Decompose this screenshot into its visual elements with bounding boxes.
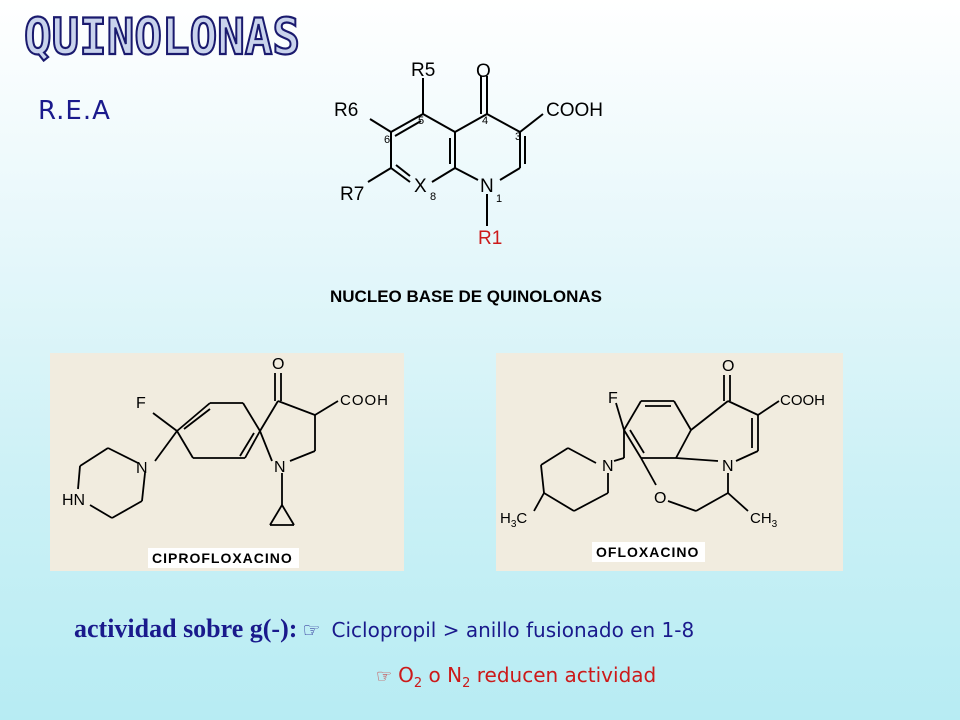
ciprofloxacino-svg: F O COOH N N HN <box>62 356 389 526</box>
oflo-f-label: F <box>608 390 618 407</box>
activity-note-line1: actividad sobre g(-): ☞ Ciclopropil > an… <box>74 614 694 644</box>
ofloxacino-svg: F O COOH N N O H3C CH3 <box>500 358 825 530</box>
x-atom-label: X <box>414 176 427 197</box>
oflo-o-ring-label: O <box>654 490 666 507</box>
core-structure: R5 R6 R7 R1 O COOH X N 1 3 4 5 6 8 NUCLE… <box>300 52 700 316</box>
r5-label: R5 <box>411 60 435 81</box>
title-svg: QUINOLONAS <box>23 7 301 67</box>
slide-title: QUINOLONAS <box>22 4 322 68</box>
n2-subscript: 2 <box>462 676 471 691</box>
pointing-hand-icon-2: ☞ <box>376 666 393 687</box>
ciprofloxacino-panel: F O COOH N N HN CIPROFLOXACINO <box>50 353 404 571</box>
cipro-n-label: N <box>274 459 286 476</box>
position-3: 3 <box>515 131 521 143</box>
core-structure-svg: R5 R6 R7 R1 O COOH X N 1 3 4 5 6 8 NUCLE… <box>330 60 603 306</box>
reduce-activity-text: reducen actividad <box>470 663 657 687</box>
cipro-f-label: F <box>136 395 146 412</box>
o2-subscript: 2 <box>413 676 423 691</box>
oflo-ch3-label: CH3 <box>750 510 778 530</box>
ofloxacino-label: OFLOXACINO <box>592 542 706 562</box>
o2-text: O <box>398 663 414 687</box>
position-1: 1 <box>496 193 502 205</box>
position-6: 6 <box>384 134 390 146</box>
oxygen-label: O <box>476 61 491 82</box>
ciprofloxacino-label: CIPROFLOXACINO <box>148 548 299 568</box>
oflo-n-pip-label: N <box>602 458 614 475</box>
cipro-o-label: O <box>272 356 284 373</box>
core-caption: NUCLEO BASE DE QUINOLONAS <box>330 287 602 306</box>
activity-note-line2: ☞O2 o N2 reducen actividad <box>376 663 656 691</box>
subtitle: R.E.A <box>38 96 111 126</box>
oflo-n-label: N <box>722 458 734 475</box>
cooh-label: COOH <box>546 100 603 121</box>
r7-label: R7 <box>340 184 364 205</box>
oflo-o-label: O <box>722 358 734 375</box>
position-5: 5 <box>418 115 424 127</box>
cipro-hn-label: HN <box>62 492 85 509</box>
activity-lead: actividad sobre g(-): <box>74 614 298 643</box>
oflo-h3c-label: H3C <box>500 510 527 530</box>
n-atom-label: N <box>480 176 494 197</box>
r6-label: R6 <box>334 100 358 121</box>
n2-text: o N <box>422 663 463 687</box>
cipro-cooh-label: COOH <box>340 392 389 409</box>
activity-line1-text: Ciclopropil > anillo fusionado en 1-8 <box>331 618 695 642</box>
r1-label: R1 <box>478 228 502 249</box>
position-8: 8 <box>430 191 436 203</box>
position-4: 4 <box>482 115 488 127</box>
pointing-hand-icon: ☞ <box>302 618 321 642</box>
title-text: QUINOLONAS <box>24 8 300 64</box>
oflo-cooh-label: COOH <box>780 392 825 409</box>
cipro-n-pip-label: N <box>136 460 148 477</box>
ofloxacino-panel: F O COOH N N O H3C CH3 OFLOXACINO <box>496 353 843 571</box>
